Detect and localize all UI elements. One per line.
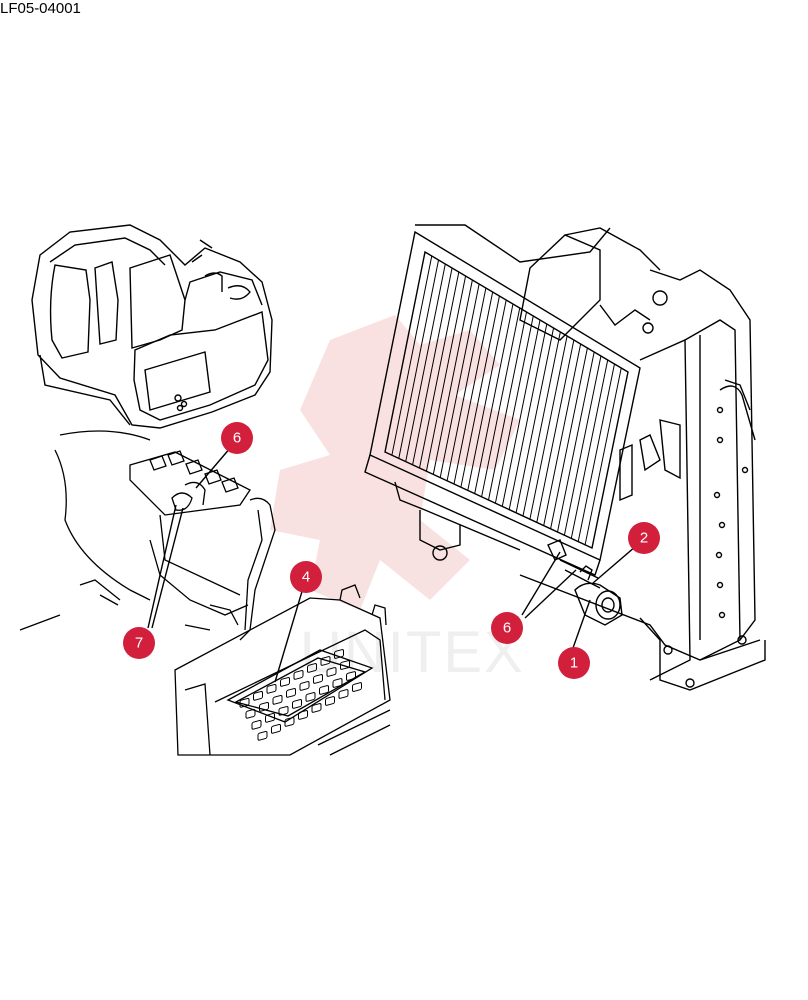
- callout-2-label: 2: [640, 530, 648, 547]
- fuse-cell: [280, 676, 290, 687]
- callout-6-radiator-circle: [491, 612, 523, 644]
- lower-left-assembly: [19, 430, 276, 641]
- radiator-fin: [515, 327, 555, 513]
- fuse-cell: [292, 699, 302, 709]
- radiator-fin: [557, 351, 595, 533]
- radiator-fin: [570, 359, 609, 539]
- radiator-fin: [467, 299, 507, 491]
- leader-1: [572, 599, 591, 649]
- radiator-fin: [432, 279, 473, 475]
- fuse-cell: [251, 719, 262, 730]
- callout-1-circle: [558, 647, 590, 679]
- radiator-fin: [412, 267, 453, 465]
- fuse-cell: [271, 723, 281, 734]
- fuse-cell: [253, 690, 263, 701]
- fuse-box-illustration: [174, 584, 391, 756]
- callout-6-cab-label: 6: [233, 430, 241, 447]
- callout-7: 7: [123, 627, 155, 659]
- radiator-illustration: [364, 230, 641, 576]
- fuse-cell: [266, 683, 277, 694]
- fuse-cell: [245, 708, 256, 719]
- radiator-fin: [488, 311, 527, 501]
- fuse-cell: [293, 670, 304, 680]
- fuse-cell: [313, 674, 323, 684]
- fuse-cell: [319, 685, 329, 695]
- radiator-fin: [501, 319, 541, 507]
- callout-7-label: 7: [135, 635, 143, 652]
- fuse-cell: [298, 710, 308, 720]
- callout-2: 2: [628, 522, 660, 554]
- fuse-cell: [307, 663, 317, 673]
- radiator-fin: [543, 343, 582, 526]
- fuse-cell: [320, 656, 331, 666]
- fuse-cell: [325, 696, 335, 706]
- radiator-fin: [453, 291, 494, 485]
- leader-7: [147, 504, 177, 629]
- radiator-fin: [460, 295, 500, 488]
- radiator-fin: [474, 303, 514, 494]
- canister-illustration: [547, 539, 623, 626]
- fuse-cell: [278, 705, 289, 716]
- radiator-fin: [536, 339, 575, 523]
- leader-6-radiator-b: [524, 569, 577, 619]
- callout-1: 1: [558, 647, 590, 679]
- fuse-cell: [239, 697, 250, 708]
- fuse-cell: [326, 667, 337, 677]
- radiator-fin: [398, 259, 440, 459]
- fuse-cell: [346, 671, 356, 681]
- fuse-cell: [259, 701, 269, 712]
- radiator-fin: [563, 355, 602, 536]
- fuse-cell: [340, 660, 350, 670]
- fuse-cell: [338, 689, 349, 699]
- radiator-fin: [425, 275, 467, 472]
- radiator-fin: [529, 335, 568, 520]
- callout-6-radiator: 6: [491, 612, 523, 644]
- radiator-fin: [439, 283, 480, 478]
- callout-4-circle: [290, 561, 322, 593]
- fuse-cell: [299, 681, 310, 691]
- callout-7-circle: [123, 627, 155, 659]
- leader-4: [274, 577, 307, 683]
- fuse-cell: [265, 712, 275, 723]
- callout-4-label: 4: [302, 569, 310, 586]
- radiator-fin: [577, 363, 615, 542]
- radiator-fin: [508, 323, 548, 510]
- fuse-cell: [352, 682, 362, 692]
- fuse-cell: [334, 649, 344, 659]
- callout-4: 4: [290, 561, 322, 593]
- fuse-cell: [332, 678, 343, 688]
- leader-lines: [147, 439, 644, 683]
- radiator-fin: [419, 271, 460, 469]
- leader-6-radiator-a: [521, 551, 561, 616]
- radiator-fin: [522, 331, 561, 517]
- fuse-cell: [286, 688, 296, 698]
- radiator-fin: [446, 287, 487, 481]
- radiator-fins: [391, 255, 622, 545]
- fuse-cell: [257, 730, 268, 741]
- radiator-fin: [481, 307, 521, 497]
- radiator-fin: [405, 263, 446, 462]
- fuse-cell: [272, 694, 283, 705]
- callout-6-cab-circle: [221, 422, 253, 454]
- reference-code: LF05-04001: [0, 0, 81, 17]
- cab-illustration: [31, 224, 273, 429]
- watermark: UNITEX: [270, 315, 525, 685]
- fuse-cell: [311, 703, 322, 713]
- fuse-grid: [239, 649, 362, 741]
- callout-1-label: 1: [570, 655, 578, 672]
- callout-6-radiator-label: 6: [503, 620, 511, 637]
- callout-2-circle: [628, 522, 660, 554]
- frame-illustration: [415, 224, 766, 691]
- leader-7b: [151, 507, 184, 629]
- fuse-cell: [305, 692, 316, 702]
- fuse-cell: [284, 717, 295, 727]
- radiator-fin: [494, 315, 534, 504]
- radiator-fin: [584, 367, 622, 545]
- radiator-fin: [391, 255, 433, 456]
- radiator-fin: [550, 347, 588, 529]
- callout-6-cab: 6: [221, 422, 253, 454]
- watermark-text: UNITEX: [300, 620, 525, 685]
